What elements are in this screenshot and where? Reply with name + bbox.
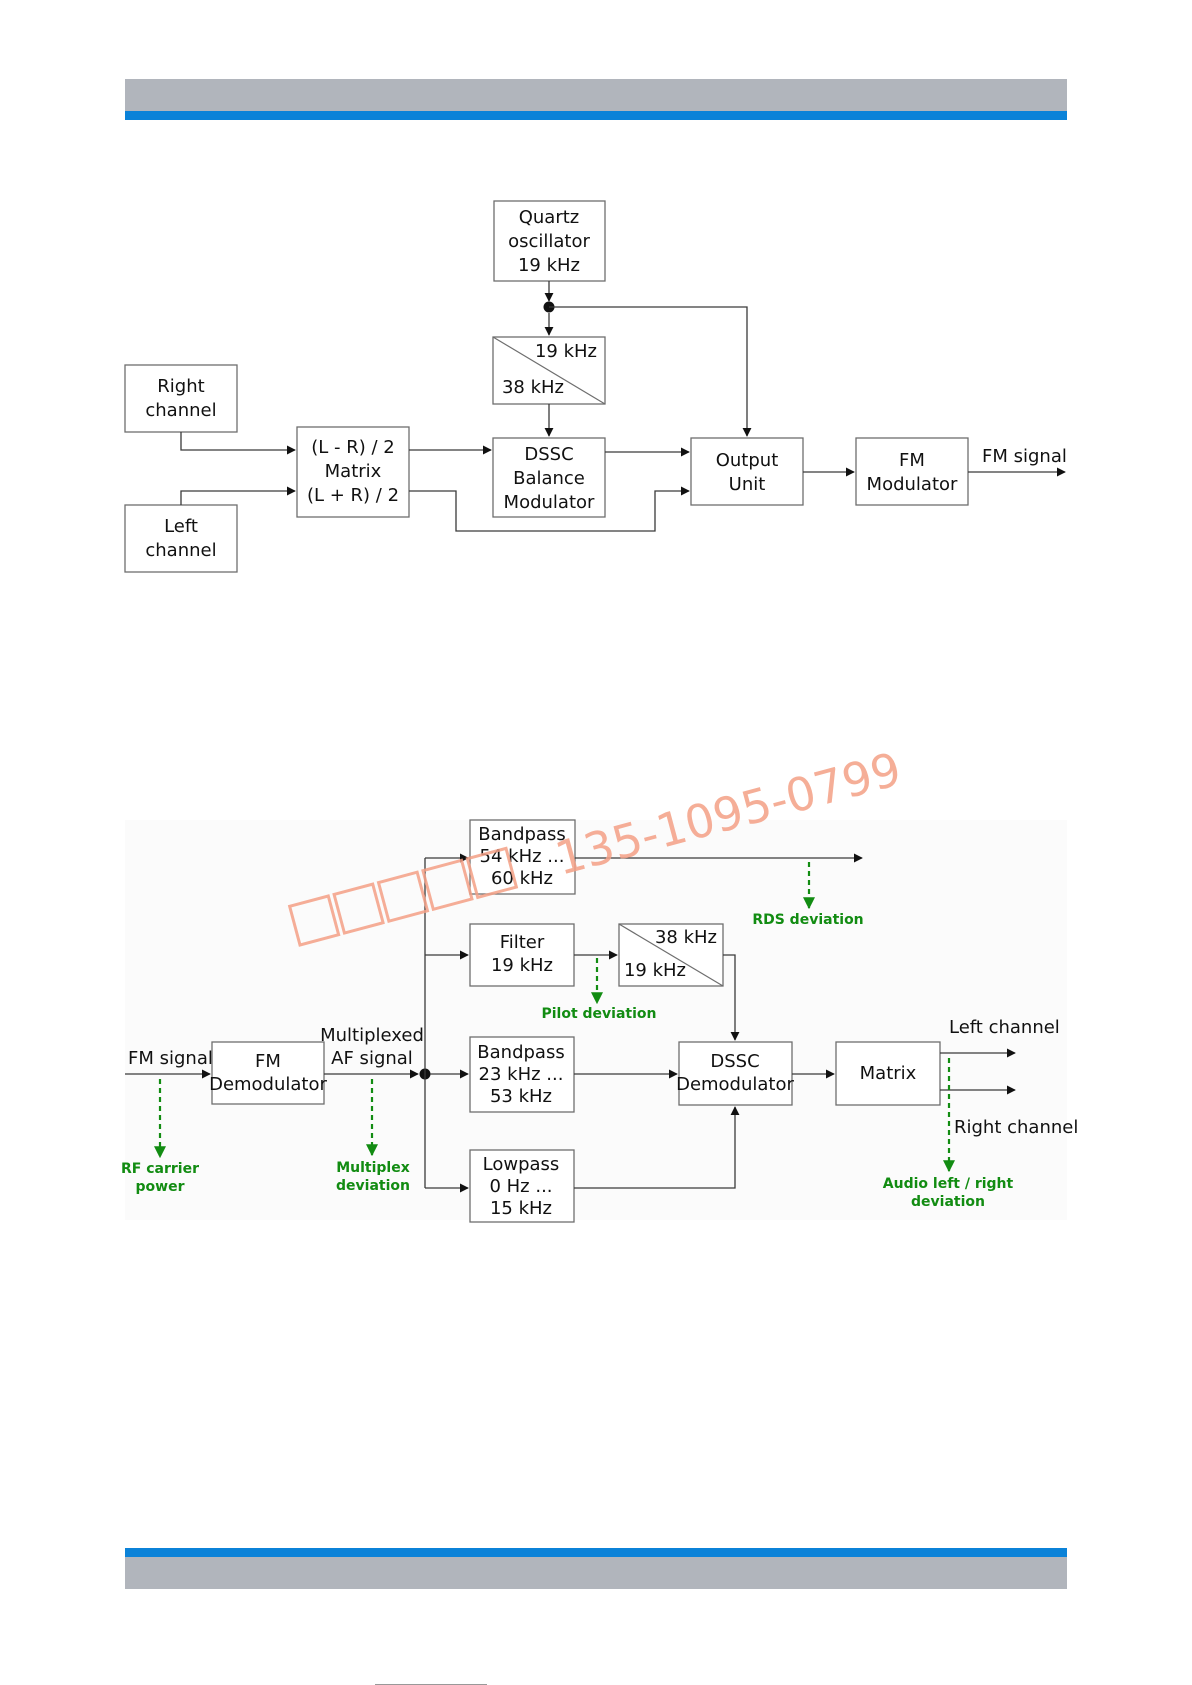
dssc-mod-line-2: Balance [513, 468, 585, 489]
fm-signal-output-label: FM signal [982, 446, 1067, 467]
filter-line-1: Filter [500, 932, 545, 953]
measurement-points: RF carrier power Multiplex deviation RDS… [121, 862, 1014, 1210]
receiver-matrix-label: Matrix [860, 1063, 917, 1084]
mux-signal-label-2: AF signal [331, 1048, 413, 1069]
lowpass-line-2: 0 Hz ... [489, 1176, 552, 1197]
left-channel-output-label: Left channel [949, 1017, 1060, 1038]
fm-demod-line-1: FM [255, 1051, 281, 1072]
output-unit-block: Output Unit [690, 437, 804, 506]
receiver-fm-signal-label: FM signal [128, 1048, 213, 1069]
quartz-line-1: Quartz [519, 207, 580, 228]
dssc-mod-line-1: DSSC [524, 444, 573, 465]
audio-note-1: Audio left / right [883, 1176, 1014, 1192]
fm-demodulator-block: FM Demodulator [209, 1041, 328, 1105]
frequency-multiplier-block: 38 kHz 19 kHz [618, 923, 724, 987]
bp23-line-1: Bandpass [477, 1042, 564, 1063]
matrix-line-3: (L + R) / 2 [307, 485, 399, 506]
bp23-line-2: 23 kHz ... [479, 1064, 564, 1085]
mux-signal-label-1: Multiplexed [320, 1025, 424, 1046]
lowpass-line-1: Lowpass [483, 1154, 560, 1175]
bandpass-54-60-block: Bandpass 54 kHz ... 60 kHz [469, 819, 576, 895]
fm-demod-line-2: Demodulator [209, 1074, 327, 1095]
dssc-mod-line-3: Modulator [504, 492, 595, 513]
fm-modulator-block: FM Modulator [855, 437, 969, 506]
quartz-oscillator-block: Quartz oscillator 19 kHz [493, 200, 606, 282]
filter-19khz-block: Filter 19 kHz [469, 923, 575, 987]
right-channel-line-2: channel [145, 400, 216, 421]
output-unit-line-2: Unit [729, 474, 766, 495]
left-channel-block: Left channel [124, 504, 238, 573]
right-channel-block: Right channel [124, 364, 238, 433]
rds-note: RDS deviation [752, 912, 863, 928]
mult-input-freq: 19 kHz [624, 960, 686, 981]
matrix-line-2: Matrix [325, 461, 382, 482]
receiver-background [125, 820, 1067, 1220]
dssc-demod-line-1: DSSC [710, 1051, 759, 1072]
sum-difference-matrix-block: (L - R) / 2 Matrix (L + R) / 2 [296, 426, 410, 518]
output-unit-line-1: Output [716, 450, 779, 471]
right-channel-output-label: Right channel [954, 1117, 1078, 1138]
bp23-line-3: 53 kHz [490, 1086, 552, 1107]
fm-modulator-line-2: Modulator [867, 474, 958, 495]
bp54-line-1: Bandpass [478, 824, 565, 845]
receiver-diagram: FM Demodulator Bandpass 54 kHz ... 60 kH… [121, 819, 1078, 1223]
transmitter-diagram: Quartz oscillator 19 kHz 19 kHz 38 kHz R… [124, 200, 1067, 573]
left-channel-line-1: Left [164, 516, 198, 537]
doubler-output-freq: 38 kHz [502, 377, 564, 398]
quartz-line-3: 19 kHz [518, 255, 580, 276]
doubler-input-freq: 19 kHz [535, 341, 597, 362]
bandpass-23-53-block: Bandpass 23 kHz ... 53 kHz [469, 1036, 575, 1113]
footer-bar [125, 1548, 1067, 1589]
rf-carrier-note-1: RF carrier [121, 1161, 199, 1177]
dssc-demod-line-2: Demodulator [676, 1074, 794, 1095]
audio-note-2: deviation [911, 1194, 985, 1210]
right-channel-line-1: Right [157, 376, 204, 397]
left-channel-line-2: channel [145, 540, 216, 561]
header-bar [125, 79, 1067, 120]
lowpass-block: Lowpass 0 Hz ... 15 kHz [469, 1149, 575, 1223]
bp54-line-3: 60 kHz [491, 868, 553, 889]
receiver-matrix-block: Matrix [835, 1041, 941, 1106]
mult-output-freq: 38 kHz [655, 927, 717, 948]
multiplex-note-2: deviation [336, 1178, 410, 1194]
bp54-line-2: 54 kHz ... [480, 846, 565, 867]
dssc-demodulator-block: DSSC Demodulator [676, 1041, 795, 1106]
quartz-line-2: oscillator [508, 231, 590, 252]
lowpass-line-3: 15 kHz [490, 1198, 552, 1219]
frequency-doubler-block: 19 kHz 38 kHz [492, 336, 606, 405]
multiplex-note-1: Multiplex [336, 1160, 410, 1176]
pilot-note: Pilot deviation [541, 1006, 656, 1022]
matrix-line-1: (L - R) / 2 [311, 437, 394, 458]
rf-carrier-note-2: power [136, 1179, 185, 1195]
fm-modulator-line-1: FM [899, 450, 925, 471]
dssc-balance-modulator-block: DSSC Balance Modulator [492, 437, 606, 518]
transmitter-connectors [180, 281, 1066, 532]
filter-line-2: 19 kHz [491, 955, 553, 976]
